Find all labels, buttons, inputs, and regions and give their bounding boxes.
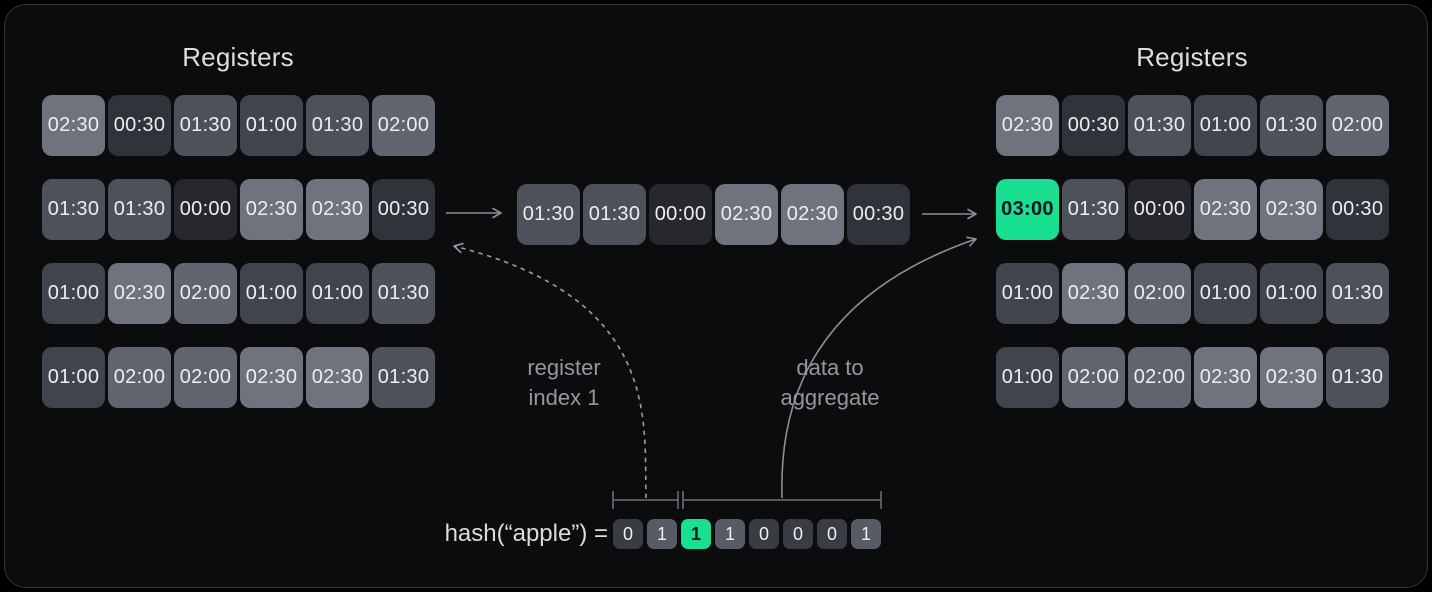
register-cell: 02:00 xyxy=(1128,347,1191,408)
register-cell: 00:30 xyxy=(1062,95,1125,156)
right-registers-title: Registers xyxy=(1136,42,1248,72)
register-cell: 01:00 xyxy=(42,347,105,408)
register-cell: 01:30 xyxy=(1326,347,1389,408)
data-aggregate-label: data to aggregate xyxy=(780,355,880,410)
register-cell: 02:30 xyxy=(108,263,171,324)
merged-register-cell: 00:30 xyxy=(847,184,910,245)
register-cell: 01:00 xyxy=(1194,263,1257,324)
register-cell: 01:30 xyxy=(42,179,105,240)
merged-register-cell: 00:00 xyxy=(649,184,712,245)
left-registers-title: Registers xyxy=(182,42,294,72)
register-cell: 01:00 xyxy=(42,263,105,324)
hash-bit: 0 xyxy=(613,519,643,549)
register-cell: 02:30 xyxy=(1194,347,1257,408)
hash-bit: 0 xyxy=(749,519,779,549)
register-cell: 01:00 xyxy=(1260,263,1323,324)
register-cell: 00:30 xyxy=(372,179,435,240)
register-cell: 02:30 xyxy=(306,347,369,408)
register-cell: 01:30 xyxy=(306,95,369,156)
register-cell: 02:00 xyxy=(372,95,435,156)
register-cell: 00:00 xyxy=(1128,179,1191,240)
register-cell: 02:30 xyxy=(42,95,105,156)
register-cell: 01:30 xyxy=(1128,95,1191,156)
merged-register-cell: 02:30 xyxy=(715,184,778,245)
register-index-label: register index 1 xyxy=(527,355,601,410)
register-cell: 02:30 xyxy=(996,95,1059,156)
hash-bit: 1 xyxy=(647,519,677,549)
hash-bit: 1 xyxy=(851,519,881,549)
register-cell: 02:30 xyxy=(1260,179,1323,240)
hash-bit-highlighted: 1 xyxy=(681,519,711,549)
register-cell: 02:00 xyxy=(1326,95,1389,156)
hash-bit: 0 xyxy=(783,519,813,549)
register-cell: 01:30 xyxy=(174,95,237,156)
register-cell: 01:00 xyxy=(240,95,303,156)
register-cell: 01:30 xyxy=(108,179,171,240)
register-cell: 00:00 xyxy=(174,179,237,240)
hash-bit: 0 xyxy=(817,519,847,549)
merged-register-cell: 01:30 xyxy=(517,184,580,245)
register-cell: 01:00 xyxy=(240,263,303,324)
register-cell: 00:30 xyxy=(1326,179,1389,240)
register-cell: 02:30 xyxy=(306,179,369,240)
merged-register-cell: 01:30 xyxy=(583,184,646,245)
register-cell: 02:00 xyxy=(1062,347,1125,408)
register-cell: 02:00 xyxy=(174,347,237,408)
register-cell: 01:00 xyxy=(1194,95,1257,156)
register-cell: 01:30 xyxy=(372,263,435,324)
register-cell: 01:00 xyxy=(996,263,1059,324)
register-cell: 00:30 xyxy=(108,95,171,156)
register-cell: 01:00 xyxy=(996,347,1059,408)
hash-expression: hash(“apple”) = xyxy=(444,520,608,547)
register-cell: 02:30 xyxy=(1194,179,1257,240)
register-cell: 02:30 xyxy=(240,179,303,240)
register-cell: 02:30 xyxy=(240,347,303,408)
register-cell: 02:30 xyxy=(1260,347,1323,408)
register-cell: 02:00 xyxy=(108,347,171,408)
register-cell: 01:30 xyxy=(1326,263,1389,324)
register-cell: 02:00 xyxy=(174,263,237,324)
register-cell: 01:30 xyxy=(1260,95,1323,156)
register-cell: 01:30 xyxy=(372,347,435,408)
register-cell-highlighted: 03:00 xyxy=(996,179,1059,240)
register-cell: 02:00 xyxy=(1128,263,1191,324)
merged-register-cell: 02:30 xyxy=(781,184,844,245)
register-cell: 01:30 xyxy=(1062,179,1125,240)
register-cell: 02:30 xyxy=(1062,263,1125,324)
register-cell: 01:00 xyxy=(306,263,369,324)
hash-bit: 1 xyxy=(715,519,745,549)
